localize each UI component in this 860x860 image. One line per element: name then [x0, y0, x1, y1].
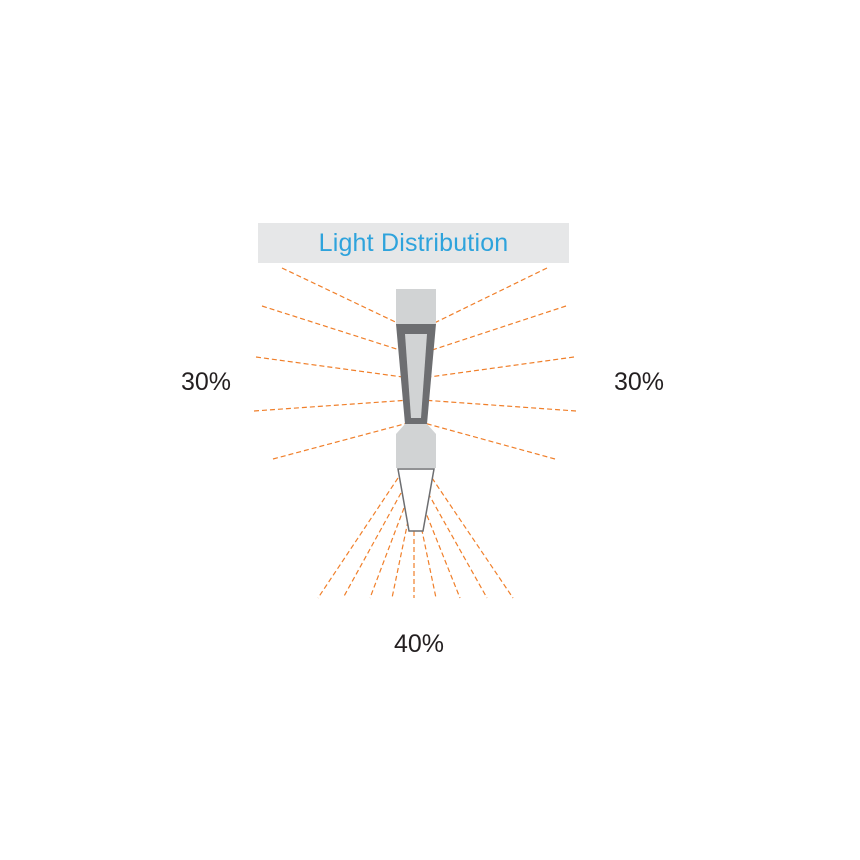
fixture-lower-body — [396, 434, 436, 468]
light-ray-left — [272, 422, 409, 460]
light-ray-left — [255, 356, 411, 379]
bottom-percentage: 40% — [394, 630, 445, 658]
left-percentage: 30% — [181, 368, 232, 396]
fixture-top-cap — [396, 289, 436, 324]
light-beams — [253, 267, 577, 599]
light-ray-left — [261, 305, 407, 353]
light-ray-bottom — [369, 507, 405, 599]
light-ray-bottom — [427, 492, 488, 599]
light-ray-bottom — [419, 520, 437, 599]
light-ray-bottom — [317, 477, 399, 599]
light-ray-bottom — [431, 477, 514, 599]
title-banner: Light Distribution — [258, 223, 569, 263]
light-ray-right — [421, 399, 577, 412]
fixture-lower-flare — [396, 424, 436, 434]
right-percentage: 30% — [614, 368, 665, 396]
diagram-title: Light Distribution — [318, 228, 509, 257]
light-ray-right — [423, 267, 548, 329]
light-ray-bottom — [423, 507, 461, 599]
fixture-bottom-lens — [397, 468, 435, 532]
light-ray-right — [421, 356, 575, 379]
light-ray-right — [423, 422, 556, 460]
light-ray-bottom — [342, 492, 402, 599]
fixture — [396, 289, 436, 532]
light-ray-left — [253, 399, 411, 412]
light-ray-right — [425, 305, 567, 353]
fixture-light-slot — [405, 334, 427, 418]
light-ray-bottom — [391, 520, 409, 599]
light-ray-left — [281, 267, 409, 329]
